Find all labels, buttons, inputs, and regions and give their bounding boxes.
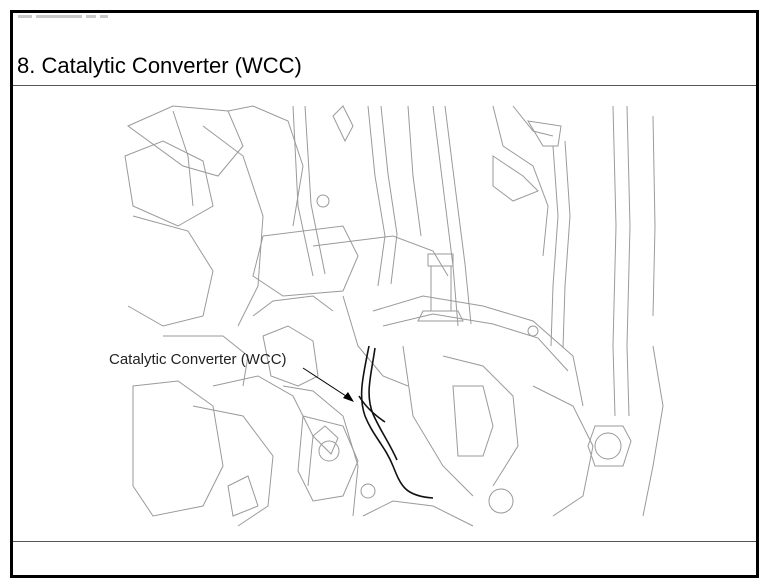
engine-diagram: Catalytic Converter (WCC) [13,86,756,541]
diagram-linework [124,105,664,527]
header-row: 8. Catalytic Converter (WCC) [13,13,756,86]
engine-line-drawing: Catalytic Converter (WCC) [109,105,664,527]
top-header-strip [18,8,148,20]
sensor-wiring-harness [358,345,434,499]
footer-row [13,541,756,576]
document-frame: 8. Catalytic Converter (WCC) [10,10,759,578]
page-title: 8. Catalytic Converter (WCC) [17,53,302,78]
callout-label: Catalytic Converter (WCC) [109,351,287,368]
callout-arrow [302,367,354,402]
